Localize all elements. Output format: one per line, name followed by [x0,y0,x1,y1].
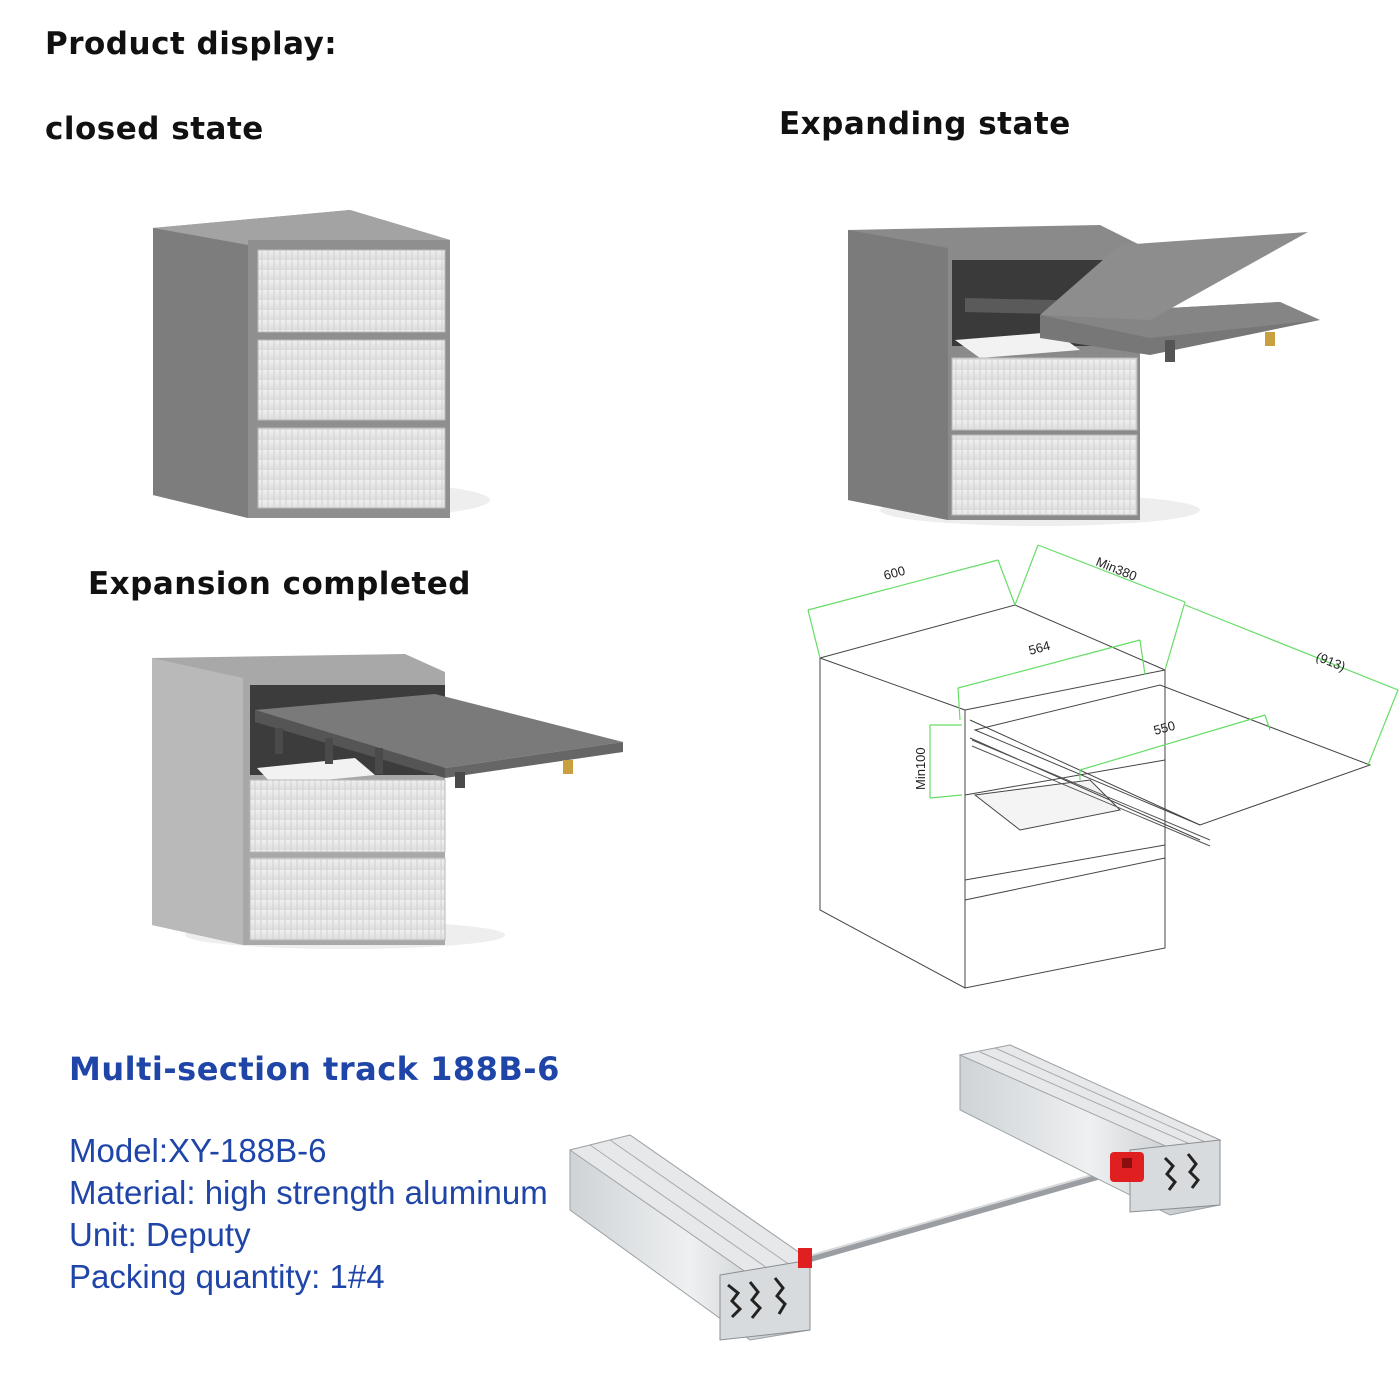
dimension-drawing: 600 Min380 564 (913) 550 Min100 [807,544,1399,989]
expanding-cabinet-image [848,225,1320,526]
expanded-cabinet-image [152,654,623,949]
track-image [568,1044,1222,1341]
dimension-564-label: 564 [1027,638,1052,658]
dimension-min100-label: Min100 [913,747,928,790]
packing-text: Packing quantity: 1#4 [69,1258,385,1295]
material-text: Material: high strength aluminum [69,1174,548,1211]
model-text: Model:XY-188B-6 [69,1132,327,1169]
page-title: Product display: [45,26,338,62]
dimension-550-label: 550 [1152,718,1177,738]
unit-text: Unit: Deputy [69,1216,251,1253]
dimension-min380-label: Min380 [1094,554,1139,584]
product-title: Multi-section track 188B-6 [69,1050,560,1088]
expansion-completed-heading: Expansion completed [88,566,471,602]
dimension-600-label: 600 [882,563,907,583]
closed-cabinet-image [153,210,490,518]
dimension-913-label: (913) [1314,649,1348,674]
closed-state-heading: closed state [45,111,264,147]
expanding-state-heading: Expanding state [779,106,1071,142]
